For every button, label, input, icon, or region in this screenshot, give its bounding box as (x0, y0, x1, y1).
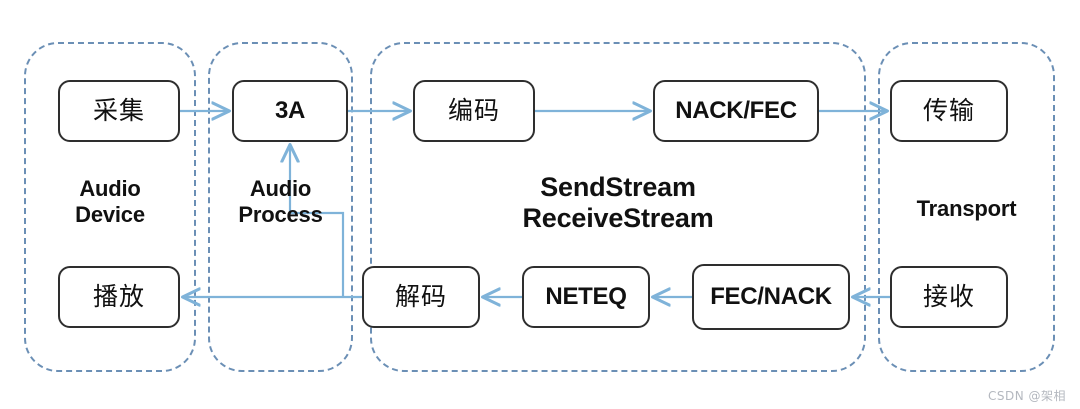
node-decode-label: 解码 (394, 282, 447, 311)
node-neteq-label: NETEQ (545, 282, 627, 310)
node-receive-label: 接收 (922, 282, 975, 311)
group-label-stream: SendStream ReceiveStream (522, 172, 714, 234)
group-stream (370, 42, 866, 372)
watermark: CSDN @架相 (987, 389, 1066, 403)
node-3a-label: 3A (274, 96, 306, 124)
group-label-audio-process: Audio Process (238, 176, 323, 227)
group-transport (878, 42, 1055, 372)
group-audio-device (24, 42, 196, 372)
group-label-audio-device: Audio Device (75, 176, 145, 227)
group-label-transport: Transport (916, 196, 1017, 221)
node-encode[interactable]: 编码 (413, 80, 535, 142)
node-send[interactable]: 传输 (890, 80, 1008, 142)
node-neteq[interactable]: NETEQ (522, 266, 650, 328)
node-send-label: 传输 (922, 96, 975, 125)
node-capture-label: 采集 (92, 96, 145, 125)
node-nack-fec[interactable]: NACK/FEC (653, 80, 819, 142)
node-capture[interactable]: 采集 (58, 80, 180, 142)
node-fec-nack-label: FEC/NACK (710, 282, 832, 310)
node-playback[interactable]: 播放 (58, 266, 180, 328)
node-nack-fec-label: NACK/FEC (675, 96, 797, 124)
node-encode-label: 编码 (447, 96, 500, 125)
node-fec-nack[interactable]: FEC/NACK (692, 264, 850, 330)
node-receive[interactable]: 接收 (890, 266, 1008, 328)
node-playback-label: 播放 (92, 282, 145, 311)
arrow-decode-to-3a (290, 145, 345, 297)
node-3a[interactable]: 3A (232, 80, 348, 142)
node-decode[interactable]: 解码 (362, 266, 480, 328)
group-audio-process (208, 42, 353, 372)
